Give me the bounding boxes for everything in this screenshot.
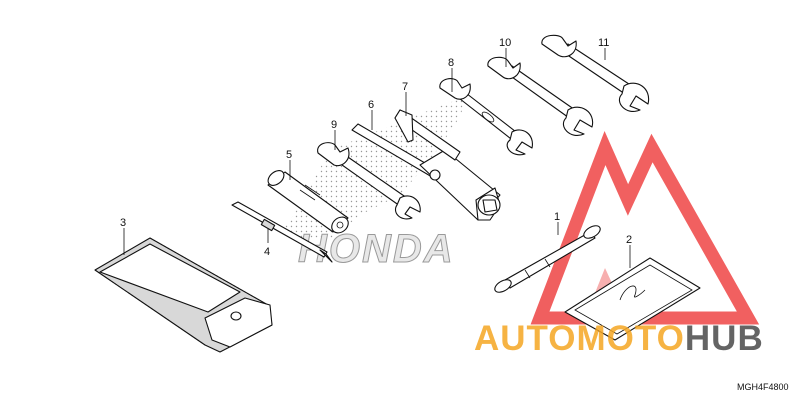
watermark-text-hub: HUB [685,319,764,358]
leader-lines [123,48,631,268]
open-end-wrench-8 [439,78,533,156]
callout-11: 11 [598,37,609,49]
callout-1: 1 [554,211,560,223]
callout-6: 6 [368,99,374,111]
callout-7: 7 [402,81,408,93]
open-end-wrench-9 [317,142,421,220]
watermark-text-auto: AUTO [474,319,577,358]
callout-2: 2 [626,234,632,246]
callout-labels: 1 2 3 4 5 6 7 8 9 10 11 [120,37,632,258]
spark-plug-wrench [351,123,501,221]
watermark-text: AUTOMOTOHUB [474,319,764,358]
watermark-text-moto: MOTO [577,319,685,358]
diagram-code: MGH4F4800 [737,382,789,392]
callout-8: 8 [448,57,454,69]
callout-9: 9 [331,119,337,131]
open-end-wrench-10 [487,56,594,136]
open-end-wrench-11 [541,34,650,112]
callout-3: 3 [120,217,126,229]
tool-bag [94,237,273,353]
callout-10: 10 [499,37,511,49]
screwdriver [231,201,333,263]
strap-band [494,225,601,293]
callout-4: 4 [264,246,270,258]
screwdriver-handle [267,170,349,234]
document-bag [564,257,701,341]
honda-brand-text: HONDA [298,227,455,271]
callout-5: 5 [286,149,292,161]
hex-key [394,109,461,161]
